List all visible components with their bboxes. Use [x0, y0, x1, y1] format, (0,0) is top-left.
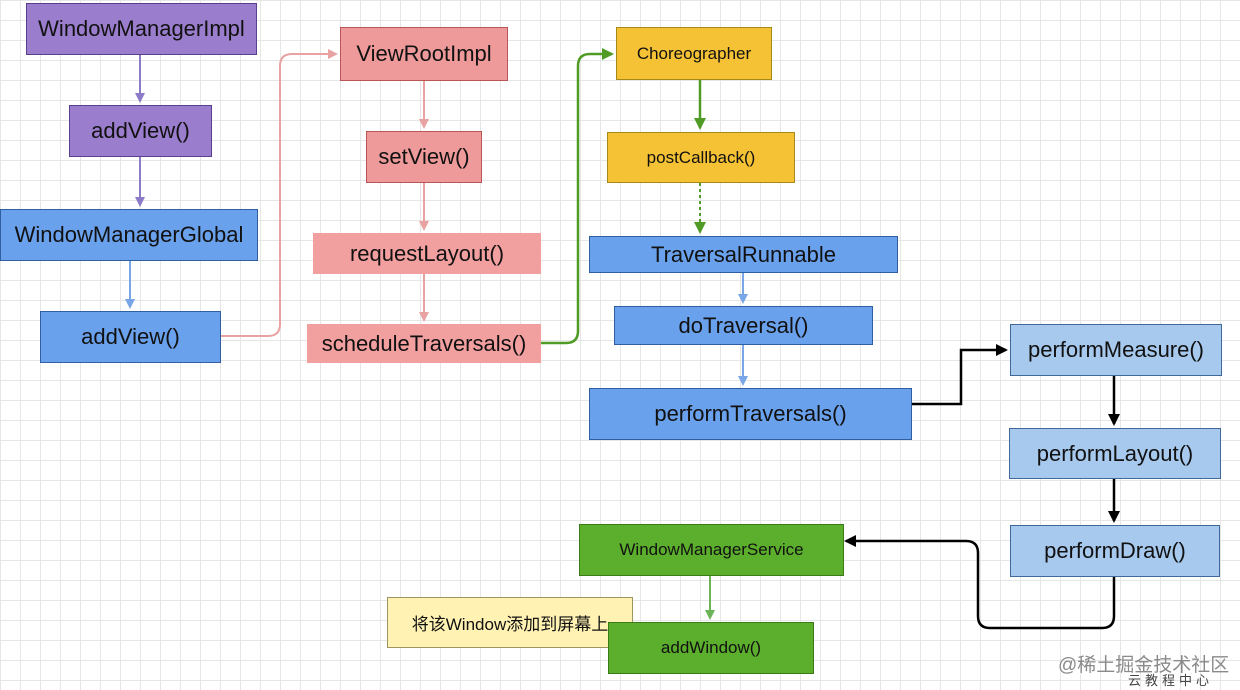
- choreographer-node: Choreographer: [616, 27, 772, 80]
- set-view-node: setView(): [366, 131, 482, 183]
- edge-draw-to-wms: [844, 535, 1116, 630]
- add-view-node-1: addView(): [69, 105, 212, 157]
- traversal-runnable-node: TraversalRunnable: [589, 236, 898, 273]
- do-traversal-node: doTraversal(): [614, 306, 873, 345]
- request-layout-node: requestLayout(): [313, 233, 541, 274]
- add-window-node: addWindow(): [608, 622, 814, 674]
- post-callback-node: postCallback(): [607, 132, 795, 183]
- edge-addview-to-viewrootimpl: [221, 49, 338, 337]
- edge-performtraversals-to-measure: [912, 344, 1008, 406]
- edge-schedule-to-choreographer: [541, 48, 614, 345]
- view-root-impl-node: ViewRootImpl: [340, 27, 508, 81]
- perform-draw-node: performDraw(): [1010, 525, 1220, 577]
- perform-measure-node: performMeasure(): [1010, 324, 1222, 376]
- add-window-note: 将该Window添加到屏幕上: [387, 597, 633, 648]
- watermark-secondary: 云教程中心: [1128, 673, 1214, 688]
- window-manager-global-node: WindowManagerGlobal: [0, 209, 258, 261]
- perform-layout-node: performLayout(): [1009, 428, 1221, 479]
- perform-traversals-node: performTraversals(): [589, 388, 912, 440]
- add-view-node-2: addView(): [40, 311, 221, 363]
- watermark-primary: @稀土掘金技术社区: [1058, 655, 1230, 676]
- schedule-traversals-node: scheduleTraversals(): [307, 324, 541, 363]
- window-manager-service-node: WindowManagerService: [579, 524, 844, 576]
- window-manager-impl-node: WindowManagerImpl: [26, 3, 257, 55]
